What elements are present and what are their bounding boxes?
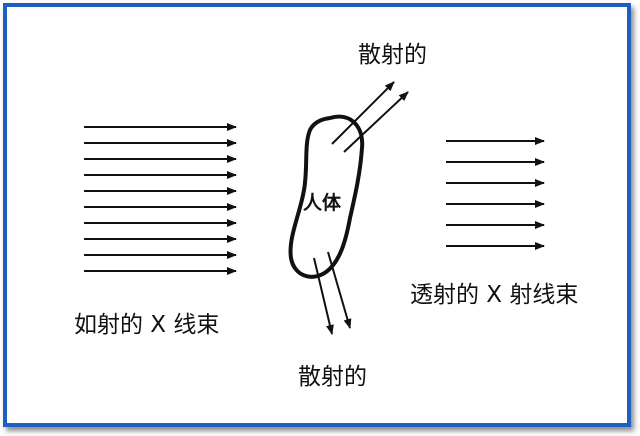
incident-beam-label: 如射的 X 线束 — [74, 312, 220, 338]
incident-beam-arrows — [84, 123, 237, 275]
scattered-rays-bottom — [313, 251, 352, 335]
transmitted-beam-arrows — [446, 137, 545, 250]
human-body-shape — [288, 114, 365, 279]
transmitted-beam-label: 透射的 X 射线束 — [410, 282, 579, 308]
scattered-label-bottom: 散射的 — [298, 364, 367, 390]
scattered-label-top: 散射的 — [358, 42, 427, 68]
body-label: 人体 — [303, 192, 342, 214]
scatter-arrow-up — [331, 81, 395, 145]
scatter-arrow-up — [343, 91, 409, 153]
scattered-rays-top — [331, 81, 409, 153]
scatter-arrow-down — [327, 251, 352, 329]
scatter-arrow-down — [313, 257, 334, 335]
